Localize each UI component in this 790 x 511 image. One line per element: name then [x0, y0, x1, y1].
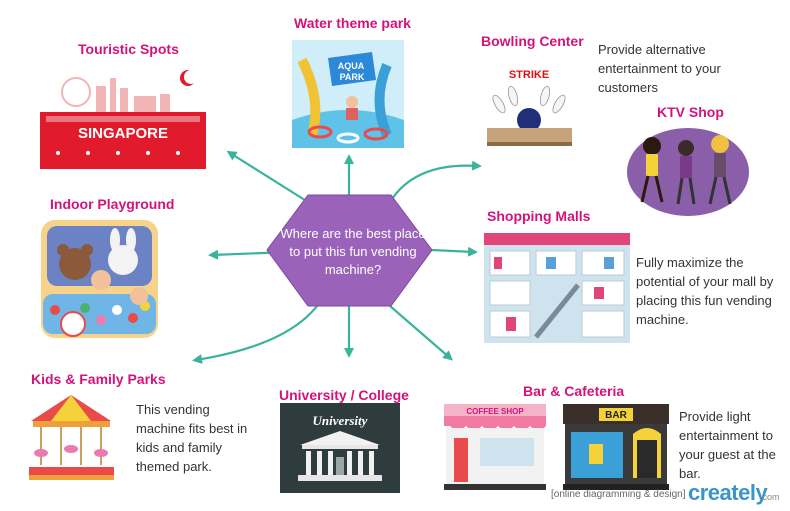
shopping-mall-illustration — [484, 233, 630, 343]
center-question: Where are the best place to put this fun… — [280, 226, 426, 277]
aqua-sign-line1: AQUA — [338, 61, 365, 71]
indoor-playground-illustration — [41, 220, 158, 338]
label-ktv-shop: KTV Shop — [657, 104, 724, 120]
label-bar-cafeteria: Bar & Cafeteria — [523, 383, 625, 399]
creately-logo: creately — [688, 480, 768, 505]
creately-logo-suffix: .com — [760, 492, 780, 502]
label-shopping-malls: Shopping Malls — [487, 208, 591, 224]
arrow-to-bar-cafeteria — [389, 305, 454, 361]
label-university-college: University / College — [279, 387, 409, 403]
label-kids-family-parks: Kids & Family Parks — [31, 371, 166, 387]
arrow-to-touristic-spots — [226, 150, 309, 203]
coffee-shop-illustration: COFFEE SHOP — [440, 404, 550, 490]
arrow-to-kids-parks — [192, 301, 321, 364]
label-indoor-playground: Indoor Playground — [50, 196, 175, 212]
aqua-sign-line2: PARK — [340, 72, 365, 82]
arrow-to-bowling-center — [389, 160, 482, 203]
footer-caption: [online diagramming & design] — [551, 489, 686, 500]
label-bowling-center: Bowling Center — [481, 33, 584, 49]
singapore-sign: SINGAPORE — [78, 125, 168, 142]
coffee-shop-sign: COFFEE SHOP — [466, 407, 524, 416]
ktv-illustration — [622, 124, 750, 216]
label-water-theme-park: Water theme park — [294, 15, 411, 31]
bar-illustration: BAR — [561, 404, 671, 490]
strike-sign: STRIKE — [509, 69, 549, 81]
singapore-illustration: SINGAPORE — [36, 66, 210, 169]
bowling-illustration: STRIKE — [483, 62, 576, 150]
label-touristic-spots: Touristic Spots — [78, 41, 179, 57]
kids-parks-description: This vending machine fits best in kids a… — [136, 402, 248, 474]
bar-sign: BAR — [605, 410, 627, 421]
carousel-illustration — [25, 391, 118, 483]
university-illustration: University — [280, 403, 400, 493]
university-sign: University — [313, 413, 368, 428]
water-park-illustration: AQUA PARK — [292, 40, 404, 148]
shopping-description: Fully maximize the potential of your mal… — [636, 255, 774, 327]
bar-description: Provide light entertainment to your gues… — [679, 409, 776, 481]
bowling-description: Provide alternative entertainment to you… — [598, 42, 721, 95]
